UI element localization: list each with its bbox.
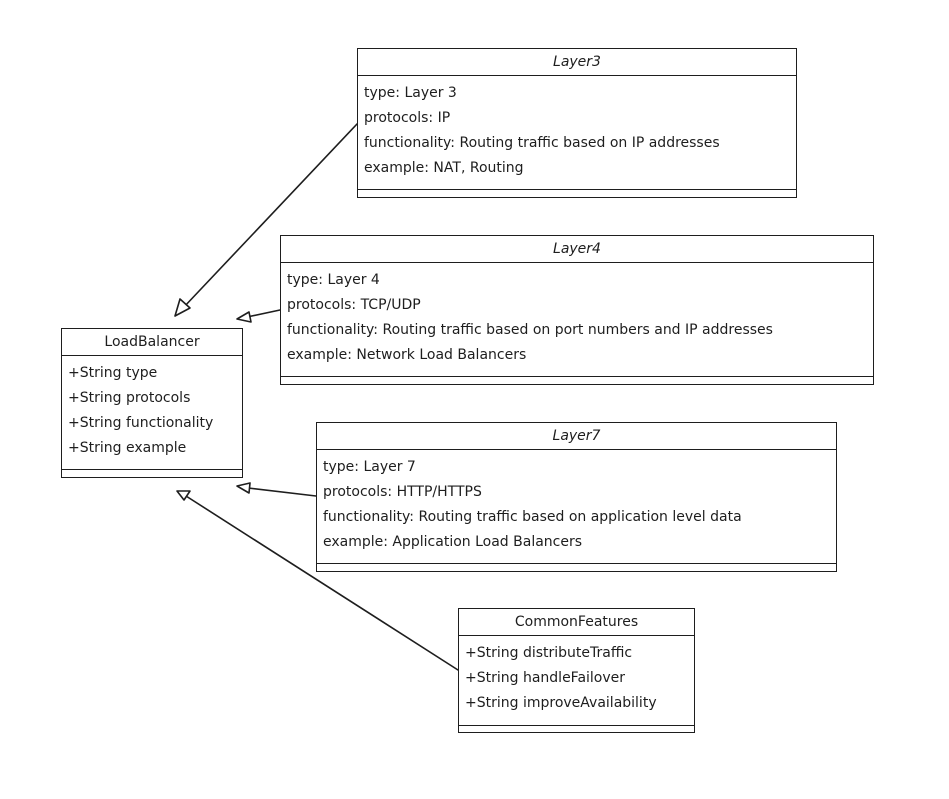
- class-loadbalancer-attributes: +String type +String protocols +String f…: [62, 356, 242, 462]
- class-layer4-attributes: type: Layer 4 protocols: TCP/UDP functio…: [281, 263, 873, 369]
- attribute-improve-availability: +String improveAvailability: [465, 695, 657, 711]
- class-layer3-name: Layer3: [358, 49, 796, 76]
- attribute-type: type: Layer 4: [287, 272, 380, 288]
- attribute-functionality: functionality: Routing traffic based on …: [364, 135, 720, 151]
- class-loadbalancer[interactable]: LoadBalancer +String type +String protoc…: [61, 328, 243, 478]
- attribute-protocols: protocols: TCP/UDP: [287, 297, 421, 313]
- edge-layer7-arrowhead: [236, 482, 251, 494]
- attribute-example: example: Network Load Balancers: [287, 347, 527, 363]
- edge-layer3-arrowhead: [174, 298, 191, 317]
- attribute-protocols: protocols: IP: [364, 110, 451, 126]
- edge-layer7-loadbalancer: [247, 487, 317, 497]
- edge-layer4-loadbalancer: [246, 309, 281, 318]
- class-layer3[interactable]: Layer3 type: Layer 3 protocols: IP funct…: [357, 48, 797, 198]
- attribute-type: +String type: [68, 365, 158, 381]
- attribute-functionality: functionality: Routing traffic based on …: [323, 509, 742, 525]
- attribute-type: type: Layer 7: [323, 459, 416, 475]
- class-layer3-attributes: type: Layer 3 protocols: IP functionalit…: [358, 76, 796, 182]
- class-layer7[interactable]: Layer7 type: Layer 7 protocols: HTTP/HTT…: [316, 422, 837, 572]
- attribute-protocols: +String protocols: [68, 390, 191, 406]
- class-commonfeatures[interactable]: CommonFeatures +String distributeTraffic…: [458, 608, 695, 733]
- attribute-example: example: NAT, Routing: [364, 160, 524, 176]
- attribute-functionality: functionality: Routing traffic based on …: [287, 322, 773, 338]
- class-commonfeatures-name: CommonFeatures: [459, 609, 694, 636]
- attribute-type: type: Layer 3: [364, 85, 457, 101]
- attribute-handle-failover: +String handleFailover: [465, 670, 626, 686]
- class-layer4-name: Layer4: [281, 236, 873, 263]
- edge-commonfeatures-arrowhead: [176, 490, 191, 501]
- edge-layer4-arrowhead: [236, 311, 252, 323]
- class-layer4[interactable]: Layer4 type: Layer 4 protocols: TCP/UDP …: [280, 235, 874, 385]
- attribute-example: example: Application Load Balancers: [323, 534, 583, 550]
- attribute-distribute-traffic: +String distributeTraffic: [465, 645, 633, 661]
- class-loadbalancer-methods-divider: [62, 469, 242, 470]
- class-commonfeatures-methods-divider: [459, 725, 694, 726]
- class-layer7-name: Layer7: [317, 423, 836, 450]
- class-layer7-methods-divider: [317, 563, 836, 564]
- attribute-protocols: protocols: HTTP/HTTPS: [323, 484, 482, 500]
- class-layer3-methods-divider: [358, 189, 796, 190]
- class-layer4-methods-divider: [281, 376, 873, 377]
- attribute-example: +String example: [68, 440, 187, 456]
- attribute-functionality: +String functionality: [68, 415, 214, 431]
- class-loadbalancer-name: LoadBalancer: [62, 329, 242, 356]
- class-commonfeatures-attributes: +String distributeTraffic +String handle…: [459, 636, 694, 717]
- class-layer7-attributes: type: Layer 7 protocols: HTTP/HTTPS func…: [317, 450, 836, 556]
